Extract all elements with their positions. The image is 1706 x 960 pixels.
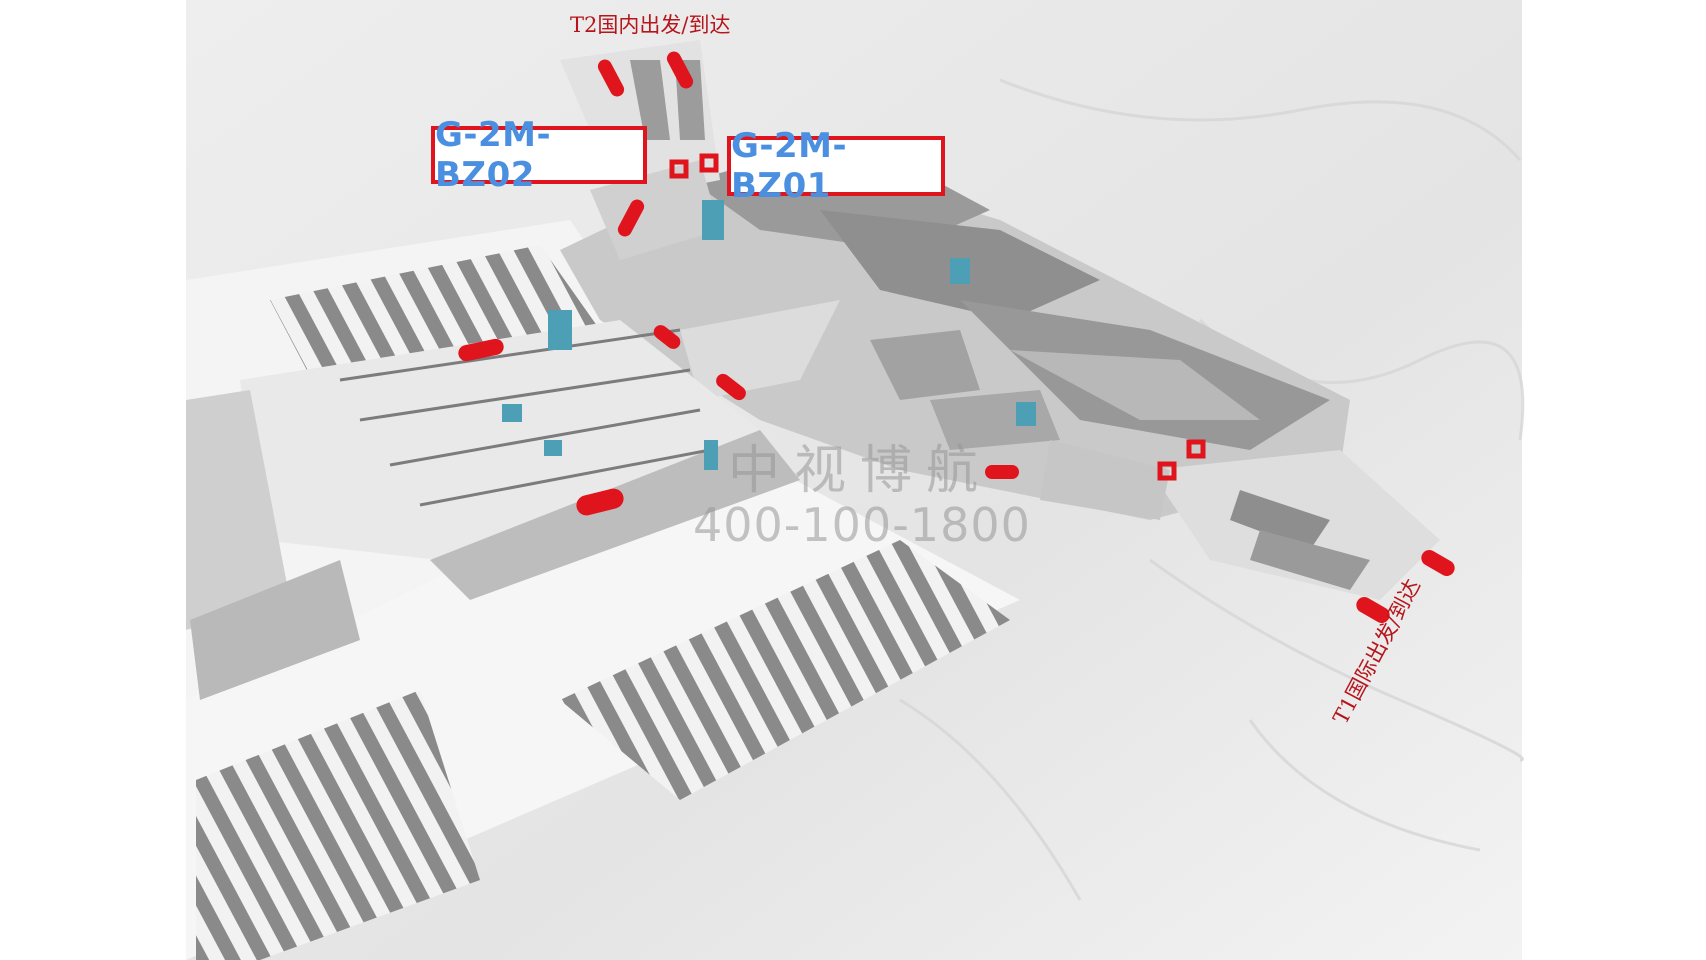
square-marker	[1186, 439, 1206, 459]
ad-spot-tag-bz01: G-2M-BZ01	[727, 126, 945, 206]
ad-marker	[1356, 597, 1390, 623]
ad-marker	[985, 465, 1019, 479]
highlighted-ad-positions	[458, 51, 1455, 623]
ad-marker	[1421, 550, 1455, 576]
square-marker	[699, 153, 719, 173]
watermark-company: 中视博航	[728, 441, 993, 501]
ad-spot-tag-bz02: G-2M-BZ02	[431, 115, 647, 195]
ad-marker	[653, 325, 681, 349]
ad-marker	[597, 59, 625, 97]
square-marker	[1157, 461, 1177, 481]
ad-marker	[716, 373, 746, 401]
square-markers	[669, 153, 1206, 481]
t1-pier	[1040, 440, 1440, 600]
glass-elevators	[502, 200, 1036, 470]
ad-marker	[666, 51, 694, 89]
square-marker	[669, 159, 689, 179]
ad-marker	[458, 338, 504, 362]
central-hall	[186, 320, 800, 700]
watermark-phone: 400-100-1800	[693, 498, 1031, 552]
t2-terminal-label: T2国内出发/到达	[570, 13, 731, 37]
ad-marker	[617, 199, 645, 237]
ad-marker	[576, 488, 624, 516]
